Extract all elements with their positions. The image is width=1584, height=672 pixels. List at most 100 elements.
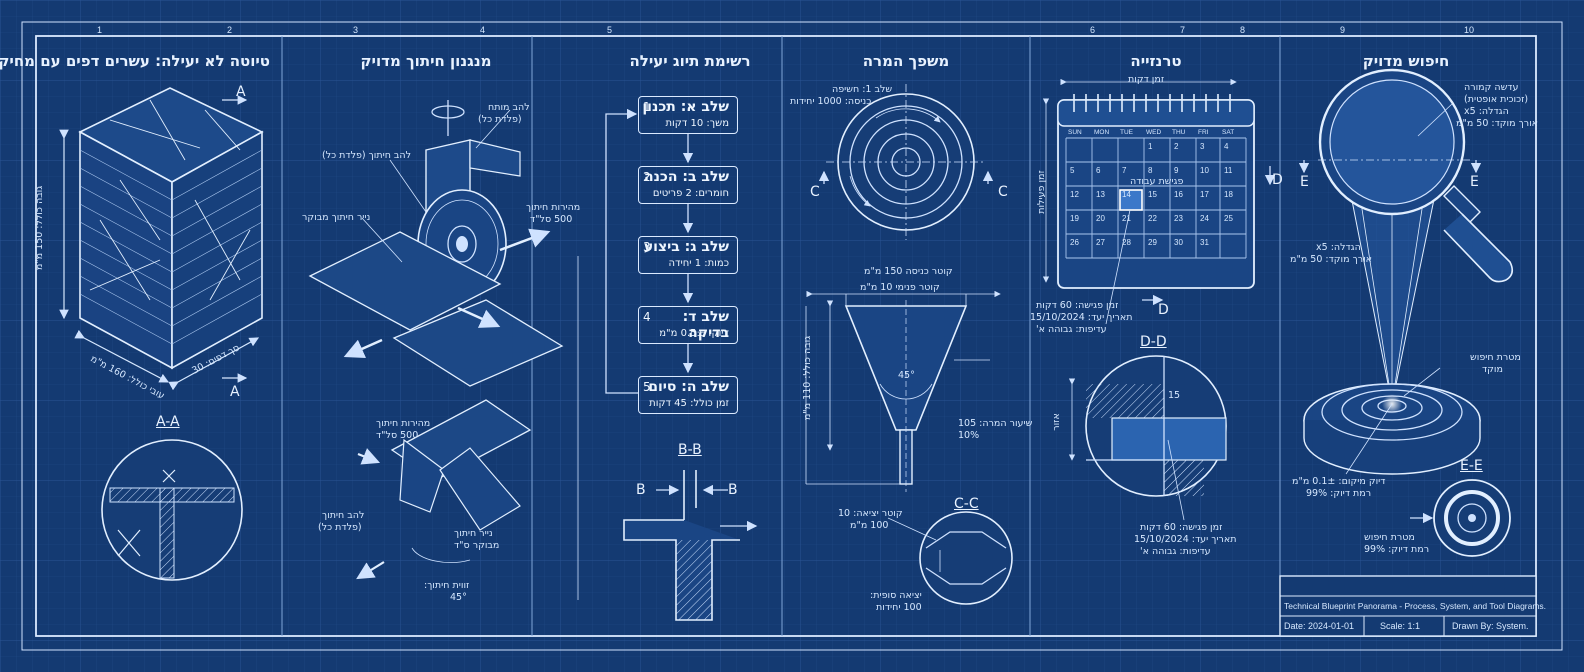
calendar-date-cell: 12 <box>1070 190 1079 199</box>
flow-step-5-detail: זמן כולל: 45 דקות <box>649 398 729 409</box>
section-title-e: E-E <box>1460 458 1483 474</box>
section-marker-d-bottom: D <box>1158 302 1169 318</box>
cutter-blade2-label: להב חיתוך <box>322 510 365 521</box>
calendar-note2-line-3: עדיפות: גבוהה א' <box>1140 546 1211 557</box>
calendar-date-cell: 7 <box>1122 166 1127 175</box>
flow-step-5-name: שלב ה: סיום <box>648 379 729 395</box>
section-title-b: B-B <box>678 442 702 458</box>
cutter-drawing <box>308 100 579 600</box>
calendar-date-cell: 25 <box>1224 214 1233 223</box>
ruler-9: 9 <box>1340 25 1346 35</box>
flow-step-4-name: שלב ד: בדיקה <box>682 309 729 341</box>
calendar-event-label: פגישת עבודה <box>1130 176 1184 187</box>
calendar-note-line-2: תאריך יעד: 15/10/2024 <box>1030 312 1133 323</box>
calendar-date-cell: 17 <box>1200 190 1209 199</box>
funnel-inner-width: קוטר פנימי 10 מ"מ <box>860 282 940 293</box>
title-block-drawn-by: Drawn By: System. <box>1452 621 1529 631</box>
calendar-note2-line-2: תאריך יעד: 15/10/2024 <box>1134 534 1237 545</box>
funnel-exit-value: 100 מ"מ <box>850 520 889 531</box>
flow-step-4-detail: דיוק: 0.5± מ"מ <box>659 328 729 339</box>
calendar-date-cell: 6 <box>1096 166 1101 175</box>
calendar-day-header: MON <box>1094 129 1110 136</box>
ruler-5: 5 <box>607 25 613 35</box>
flow-step-5-number: 5 <box>643 380 651 394</box>
section-marker-c-left: C <box>810 184 820 200</box>
calendar-date-cell: 3 <box>1200 142 1205 151</box>
cutter-tension-blade: להב מותח <box>488 102 530 113</box>
search-accuracy-line-2: רמת דיוק: 99% <box>1306 488 1372 499</box>
panel-title-stack: טיוטה לא יעילה: עשרים דפים עם מחיקות <box>0 52 270 70</box>
cutter-speed2-value: 500 סל"ד <box>376 430 419 441</box>
calendar-date-cell: 18 <box>1224 190 1233 199</box>
paper-stack-drawing <box>59 87 264 581</box>
title-block-frame <box>1279 575 1537 637</box>
funnel-output-value: 100 יחידות <box>876 602 922 613</box>
title-block-description: Technical Blueprint Panorama - Process, … <box>1284 601 1547 611</box>
funnel-entry-label: כניסה: 1000 יחידות <box>790 96 872 107</box>
section-title-d: D-D <box>1140 334 1167 350</box>
calendar-day-header: SAT <box>1222 129 1235 136</box>
flow-step-2-detail: חומרים: 2 פריטים <box>652 188 729 199</box>
search-accuracy-line-1: דיוק מיקום: 0.1± מ"מ <box>1292 476 1386 487</box>
calendar-date-cell: 1 <box>1148 142 1153 151</box>
stack-height-label: גובה כולל: 150 מ"מ <box>34 185 46 271</box>
panel-title-search: חיפוש מדויק <box>1362 52 1450 70</box>
search-result-line-1: מטרת חיפוש <box>1364 532 1415 543</box>
search-mag-line-1: הגדלה: x5 <box>1316 242 1361 253</box>
search-target-line-2: מוקד <box>1482 364 1503 375</box>
panel-title-calendar: טרנזייה <box>1130 52 1182 70</box>
flow-step-2-number: 2 <box>643 170 651 184</box>
funnel-output-label: יציאה סופית: <box>870 590 922 601</box>
funnel-angle: 45° <box>898 370 915 381</box>
cutter-speed2-label: מהירות חיתוך <box>376 418 431 429</box>
calendar-date-cell: 2 <box>1174 142 1179 151</box>
calendar-day-header: SUN <box>1068 129 1082 136</box>
ruler-10: 10 <box>1464 25 1475 35</box>
calendar-day-header: FRI <box>1198 129 1209 136</box>
title-block-scale: Scale: 1:1 <box>1380 621 1421 631</box>
cutter-paper-label: נייר חיתוך מבוקר <box>302 212 371 223</box>
calendar-date-cell: 31 <box>1200 238 1209 247</box>
search-mag-line-2: אורך מוקד: 50 מ"מ <box>1290 254 1373 265</box>
calendar-date-cell: 26 <box>1070 238 1079 247</box>
cutter-blade2-material: (פלדת כל) <box>318 522 362 533</box>
calendar-drawing <box>1042 78 1276 521</box>
calendar-date-cell: 21 <box>1122 214 1131 223</box>
section-marker-e-left: E <box>1300 174 1309 190</box>
calendar-date-cell: 14 <box>1122 190 1131 199</box>
cutter-paper2-label: נייר חיתוך <box>454 528 493 539</box>
flow-step-3-number: 3 <box>643 240 651 254</box>
calendar-date-cell: 30 <box>1174 238 1183 247</box>
flow-step-1-number: 1 <box>643 100 651 114</box>
cutter-speed-label: מהירות חיתוך <box>526 202 581 213</box>
funnel-stage-label: שלב 1: חשיפה <box>832 84 893 95</box>
flow-step-4: 4 שלב ד: בדיקה דיוק: 0.5± מ"מ <box>638 306 738 344</box>
cutter-angle-value: 45° <box>450 592 467 603</box>
flow-step-1: 1 שלב א: תכנון משך: 10 דקות <box>638 96 738 134</box>
funnel-top-width: קוטר כניסה 150 מ"מ <box>864 266 953 277</box>
cutter-tension-material: (פלדת כל) <box>478 114 522 125</box>
funnel-conversion: שיעור המרה: 105 <box>958 418 1033 429</box>
ruler-3: 3 <box>353 25 359 35</box>
calendar-date-cell: 22 <box>1148 214 1157 223</box>
calendar-date-cell: 10 <box>1200 166 1209 175</box>
section-marker-a-bottom: A <box>230 384 240 400</box>
search-lens-line-2: (זכוכית אופטית) <box>1464 94 1529 105</box>
flow-step-2-name: שלב ב: הכנה <box>643 169 729 185</box>
ruler-7: 7 <box>1180 25 1186 35</box>
calendar-date-cell: 28 <box>1122 238 1131 247</box>
calendar-header: זמן דקות <box>1128 74 1165 85</box>
section-marker-c-right: C <box>998 184 1008 200</box>
panel-title-funnel: משפך המרה <box>862 52 950 70</box>
search-result-line-2: רמת דיוק: 99% <box>1364 544 1430 555</box>
calendar-date-cell: 20 <box>1096 214 1105 223</box>
calendar-day-header: TUE <box>1120 129 1133 136</box>
flow-step-1-detail: משך: 10 דקות <box>665 118 729 129</box>
funnel-drawing <box>805 84 1013 605</box>
calendar-detail-number: 15 <box>1168 390 1181 401</box>
search-lens-line-4: אורך מוקד: 50 מ"מ <box>1456 118 1539 129</box>
calendar-day-header: WED <box>1146 129 1162 136</box>
